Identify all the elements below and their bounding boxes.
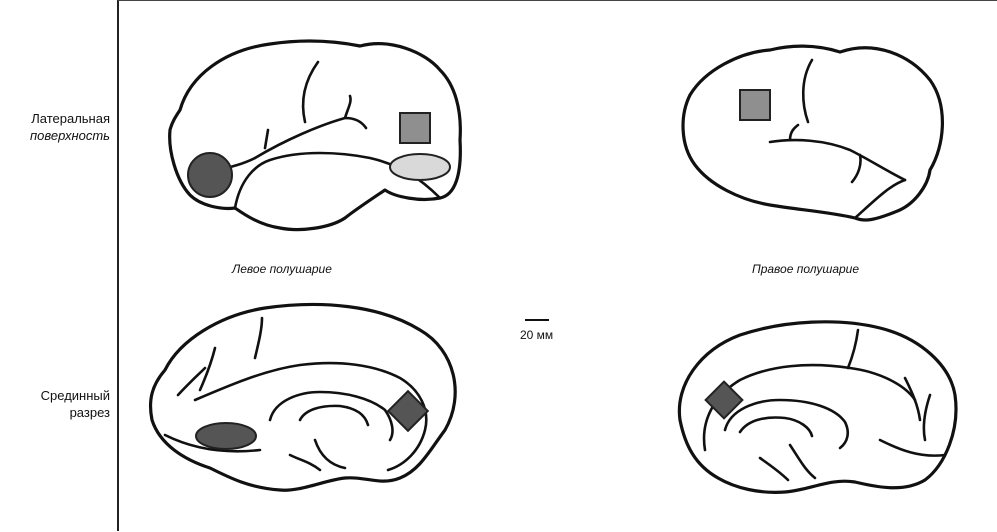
left-medial-parieto-occipital: [178, 348, 215, 395]
left-medial-corpus-callosum: [270, 392, 392, 440]
left-lateral-central-sulcus: [303, 62, 318, 122]
right-lateral-brain: [683, 46, 942, 220]
left-lateral-brain: [170, 41, 461, 230]
right-medial-parieto-occipital: [905, 378, 930, 440]
right-lateral-medium-square: [740, 90, 770, 120]
right-lateral-sylvian-fissure: [770, 125, 905, 182]
right-lateral-central-sulcus: [803, 60, 812, 122]
right-medial-brain: [679, 322, 956, 493]
left-medial-central-notch: [255, 318, 262, 358]
left-medial-brainstem: [290, 440, 345, 470]
right-medial-central-notch: [848, 330, 858, 368]
left-lateral-sulcus-short: [265, 130, 268, 148]
right-lateral-outline: [683, 46, 942, 220]
left-lateral-light-ellipse: [390, 154, 450, 180]
left-lateral-sylvian-fissure: [255, 96, 366, 158]
left-medial-brain: [151, 304, 456, 490]
left-medial-dark-ellipse: [196, 423, 256, 449]
left-lateral-dark-circle: [188, 153, 232, 197]
left-medial-dark-diamond: [388, 391, 428, 431]
left-lateral-medium-square: [400, 113, 430, 143]
right-medial-callosum-inner: [740, 418, 812, 436]
left-medial-cingulate-line: [195, 363, 426, 470]
right-medial-brainstem: [760, 445, 815, 480]
left-medial-callosum-inner: [300, 406, 368, 425]
right-medial-corpus-callosum: [725, 400, 848, 448]
right-medial-calcarine: [880, 440, 945, 456]
